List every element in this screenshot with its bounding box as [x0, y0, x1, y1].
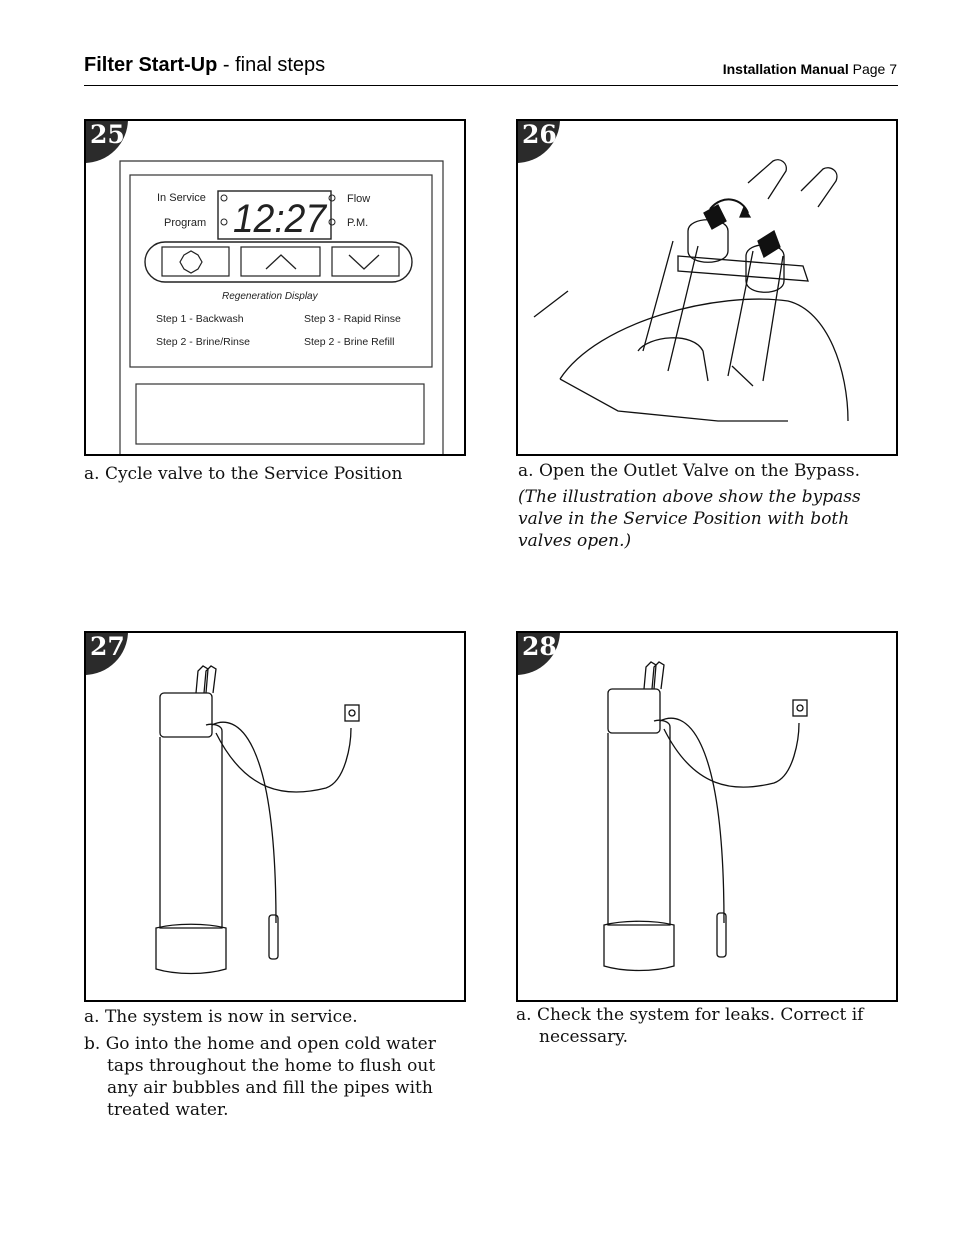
down-button[interactable] [331, 246, 400, 277]
regenerate-icon [179, 250, 203, 274]
chevron-up-icon [265, 254, 297, 270]
manual-name: Installation Manual [722, 61, 849, 77]
page-header-right: Installation Manual Page 7 [723, 61, 897, 77]
step-3-label: Step 3 - Rapid Rinse [304, 313, 401, 325]
step-27-caption-a: a. The system is now in service. [84, 1007, 358, 1027]
time-display: 12:27 [233, 197, 328, 241]
header-rule [84, 85, 898, 86]
chevron-down-icon [348, 254, 380, 270]
pm-label: P.M. [347, 217, 368, 229]
step-26-note: (The illustration above show the bypass … [518, 486, 894, 552]
page-number: Page 7 [848, 61, 897, 77]
step-25-panel: 25 In Service Program Flow P.M. 12:27 Re… [84, 119, 466, 456]
step-1-label: Step 1 - Backwash [156, 313, 244, 325]
regeneration-display-title: Regeneration Display [222, 291, 319, 302]
step-27-panel: 27 [84, 631, 466, 1002]
step-28-panel: 28 [516, 631, 898, 1002]
flow-label: Flow [347, 193, 370, 205]
in-service-label: In Service [157, 192, 206, 204]
bypass-valve-illustration [533, 159, 849, 422]
page-title-bold: Filter Start-Up [84, 54, 218, 76]
step-27-caption-b: b. Go into the home and open cold water … [84, 1034, 436, 1120]
control-panel-illustration: In Service Program Flow P.M. 12:27 Regen… [119, 160, 444, 454]
filter-system-illustration [155, 665, 360, 975]
page-title: Filter Start-Up - final steps [84, 54, 325, 77]
filter-system-illustration-2 [603, 661, 808, 972]
page-title-rest: - final steps [217, 54, 326, 76]
step-26-panel: 26 [516, 119, 898, 456]
up-button[interactable] [240, 246, 321, 277]
step-4-label: Step 2 - Brine Refill [304, 336, 394, 348]
program-label: Program [164, 217, 206, 229]
step-2-label: Step 2 - Brine/Rinse [156, 336, 250, 348]
step-26-note-text: (The illustration above show the bypass … [518, 487, 861, 551]
step-25-badge: 25 [86, 121, 128, 163]
step-28-caption: a. Check the system for leaks. Correct i… [516, 1005, 864, 1047]
regenerate-button[interactable] [161, 246, 230, 277]
step-25-caption: a. Cycle valve to the Service Position [84, 464, 403, 484]
step-26-caption: a. Open the Outlet Valve on the Bypass. [518, 461, 861, 481]
